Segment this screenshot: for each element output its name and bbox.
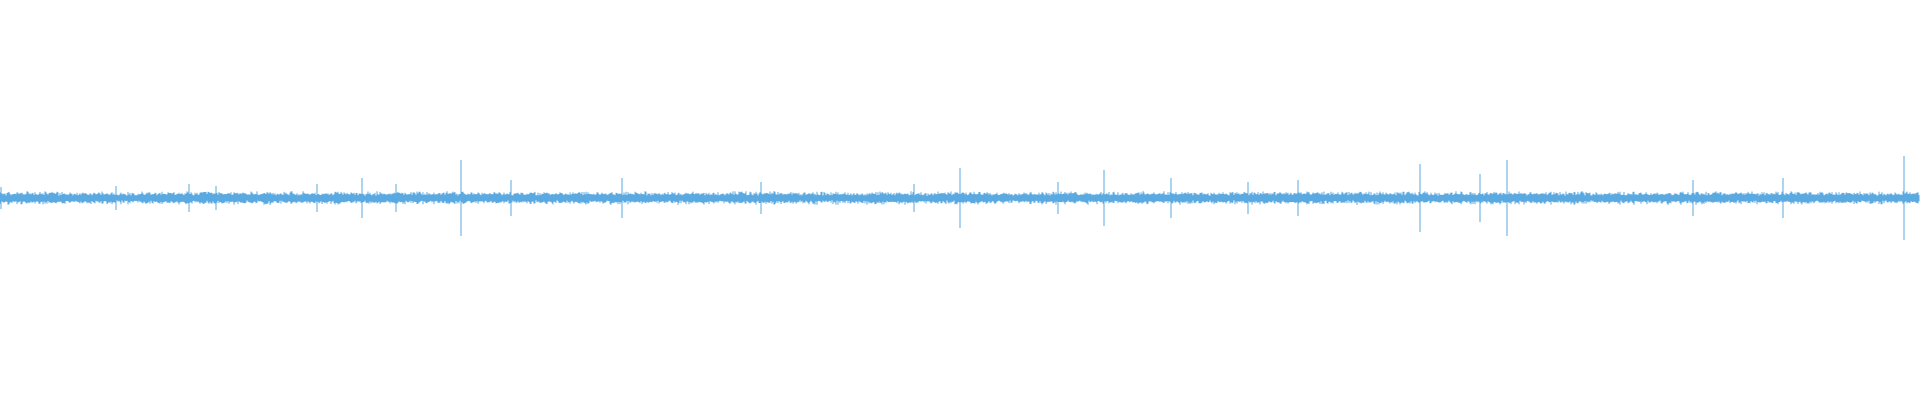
waveform-transients [0, 156, 1905, 240]
waveform-trace [0, 191, 1920, 205]
